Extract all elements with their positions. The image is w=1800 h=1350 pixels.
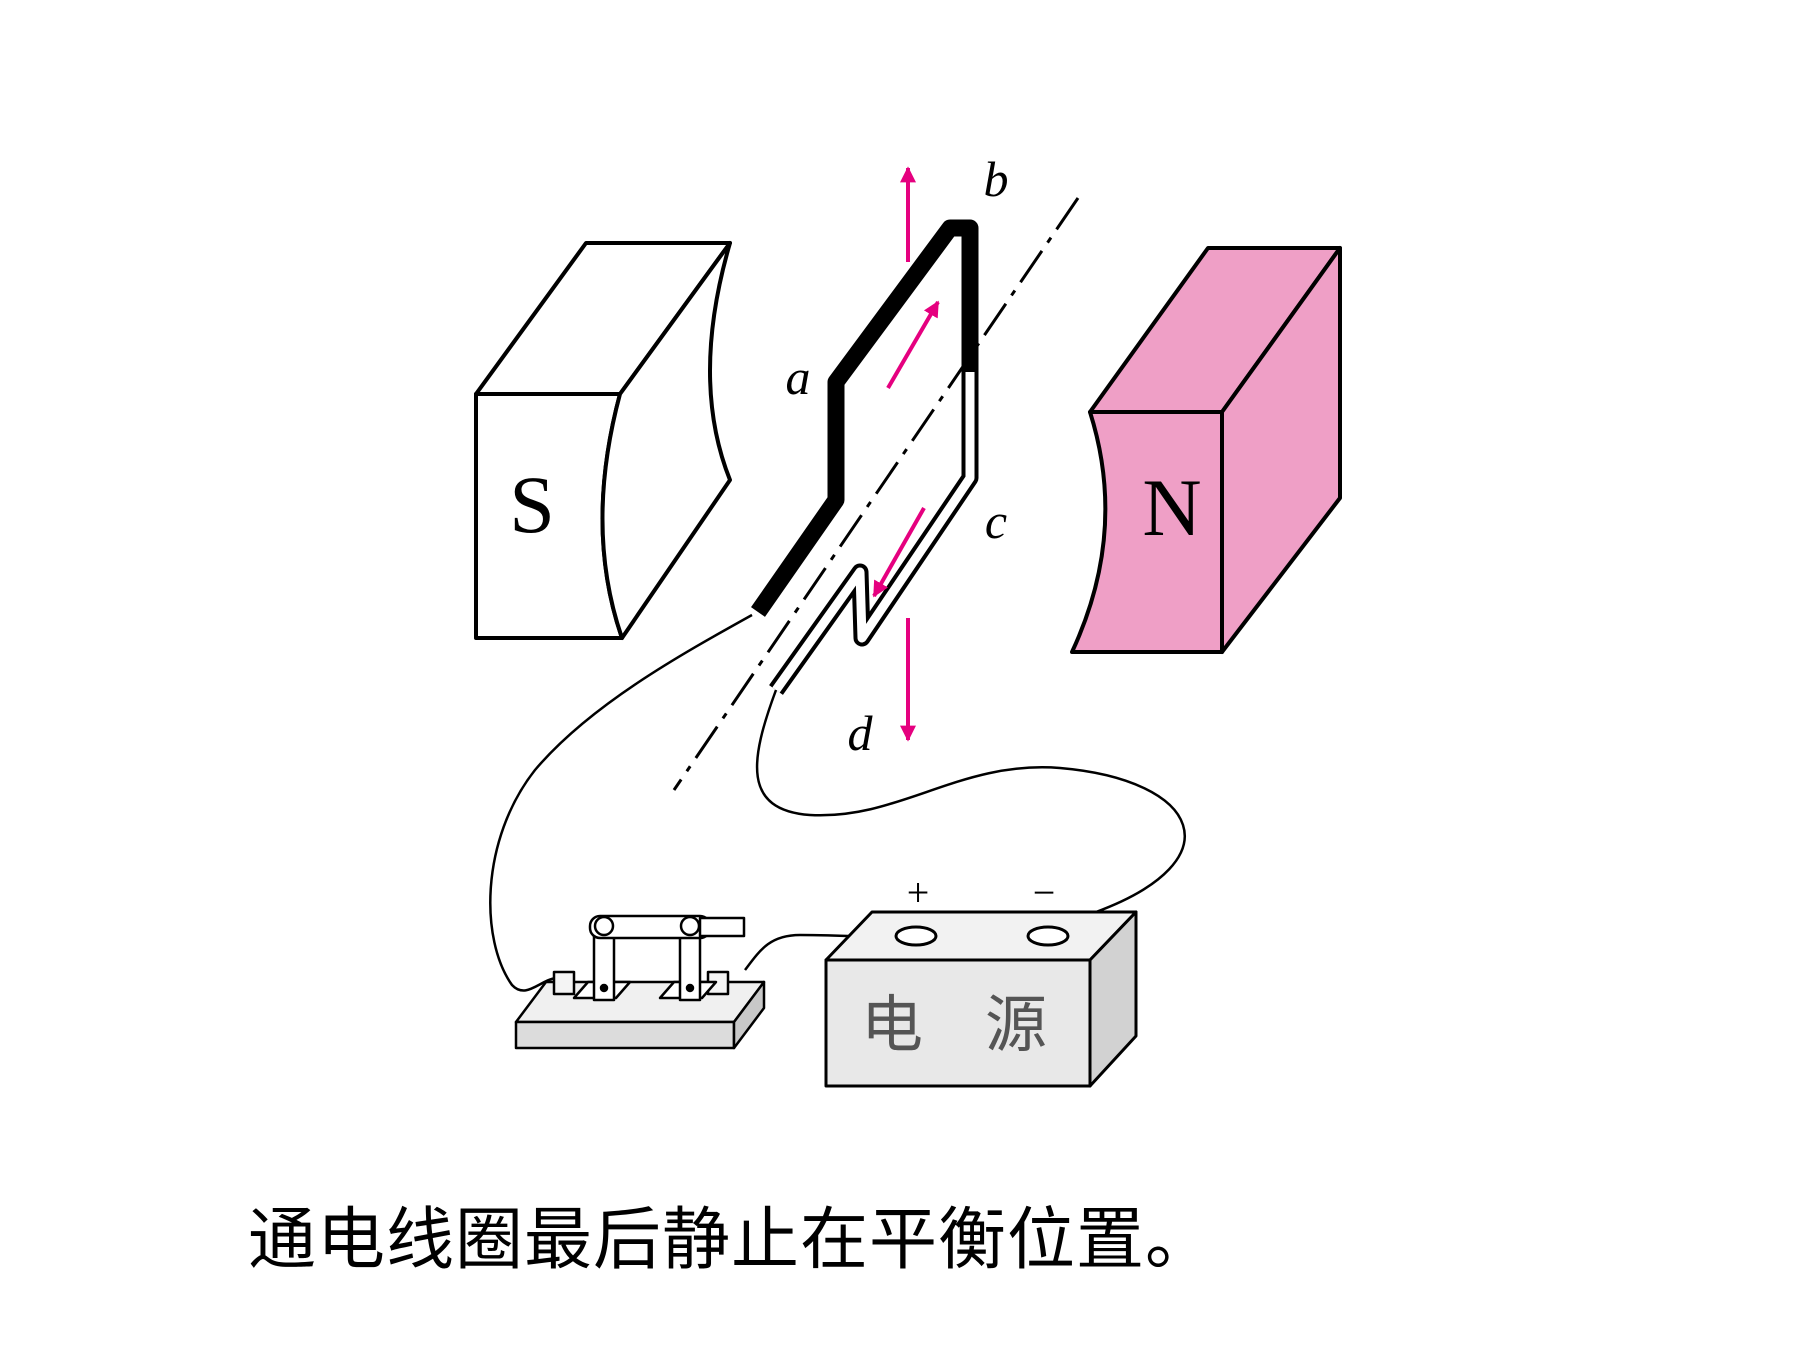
label-a: a <box>786 349 811 405</box>
knife-switch <box>514 914 766 1050</box>
label-c: c <box>985 493 1007 549</box>
battery <box>824 910 1138 1088</box>
coil-back-side <box>769 372 979 695</box>
label-d: d <box>848 705 874 761</box>
battery-minus-sign: − <box>1033 870 1056 915</box>
battery-label-yuan: 源 <box>985 988 1047 1061</box>
current-arrows <box>872 166 940 742</box>
battery-plus-sign: + <box>907 870 930 915</box>
magnet-s-label: S <box>509 459 555 550</box>
caption-text: 通电线圈最后静止在平衡位置。 <box>248 1201 1215 1280</box>
current-arrow-ab <box>886 300 940 390</box>
label-b: b <box>984 151 1009 207</box>
magnet-s <box>474 241 732 640</box>
current-arrow-cd <box>872 507 926 598</box>
magnet-n <box>1070 246 1342 654</box>
coil-front-side <box>751 219 979 617</box>
battery-label-dian: 电 <box>861 988 923 1061</box>
magnet-n-label: N <box>1142 462 1201 553</box>
rotation-axis <box>672 197 1080 791</box>
